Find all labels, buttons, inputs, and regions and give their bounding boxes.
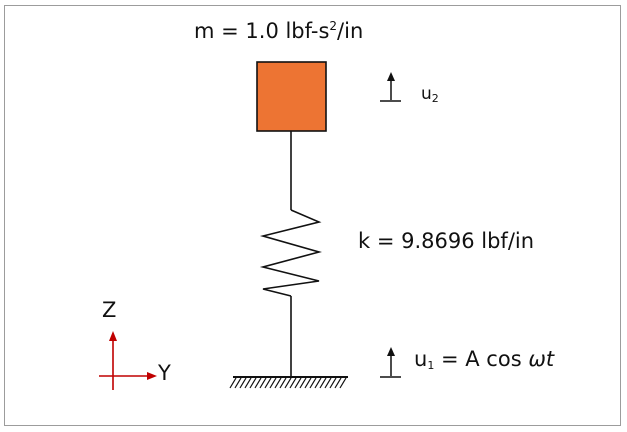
- ground-hatch-line: [339, 377, 347, 389]
- ground-hatch-line: [229, 377, 237, 389]
- u1-arrow-icon: [380, 347, 401, 378]
- u2-label: u2: [421, 84, 439, 105]
- ground-hatch-line: [244, 377, 252, 389]
- ground-hatch-line: [269, 377, 277, 389]
- ground-hatch-line: [294, 377, 302, 389]
- figure-frame: [4, 5, 621, 426]
- ground-hatch-line: [254, 377, 262, 389]
- z-axis-label: Z: [102, 298, 117, 322]
- ground-hatch-line: [284, 377, 292, 389]
- ground-hatch-line: [289, 377, 297, 389]
- u1-label: u1 = A cos ωt: [414, 347, 555, 372]
- ground-hatch-line: [304, 377, 312, 389]
- spring-coil: [259, 209, 322, 297]
- ground-hatch-line: [329, 377, 337, 389]
- ground-hatch-line: [259, 377, 267, 389]
- mass-block: [256, 61, 327, 132]
- ground-hatch-line: [314, 377, 322, 389]
- ground-hatch-line: [274, 377, 282, 389]
- u2-arrow-icon: [380, 72, 401, 102]
- ground-hatch-line: [319, 377, 327, 389]
- coordinate-axes-icon: [99, 331, 157, 390]
- ground-hatch-line: [264, 377, 272, 389]
- ground-hatch-line: [239, 377, 247, 389]
- ground-hatch-line: [324, 377, 332, 389]
- ground-hatch-line: [249, 377, 257, 389]
- ground-hatch-line: [234, 377, 242, 389]
- ground-hatch-line: [309, 377, 317, 389]
- ground-hatch-line: [334, 377, 342, 389]
- spring-stiffness-label: k = 9.8696 lbf/in: [358, 229, 535, 253]
- mass-label: m = 1.0 lbf-s2/in: [194, 19, 364, 43]
- ground-hatch-line: [299, 377, 307, 389]
- ground-support: [229, 376, 348, 389]
- y-axis-label: Y: [158, 361, 171, 385]
- ground-hatch-line: [279, 377, 287, 389]
